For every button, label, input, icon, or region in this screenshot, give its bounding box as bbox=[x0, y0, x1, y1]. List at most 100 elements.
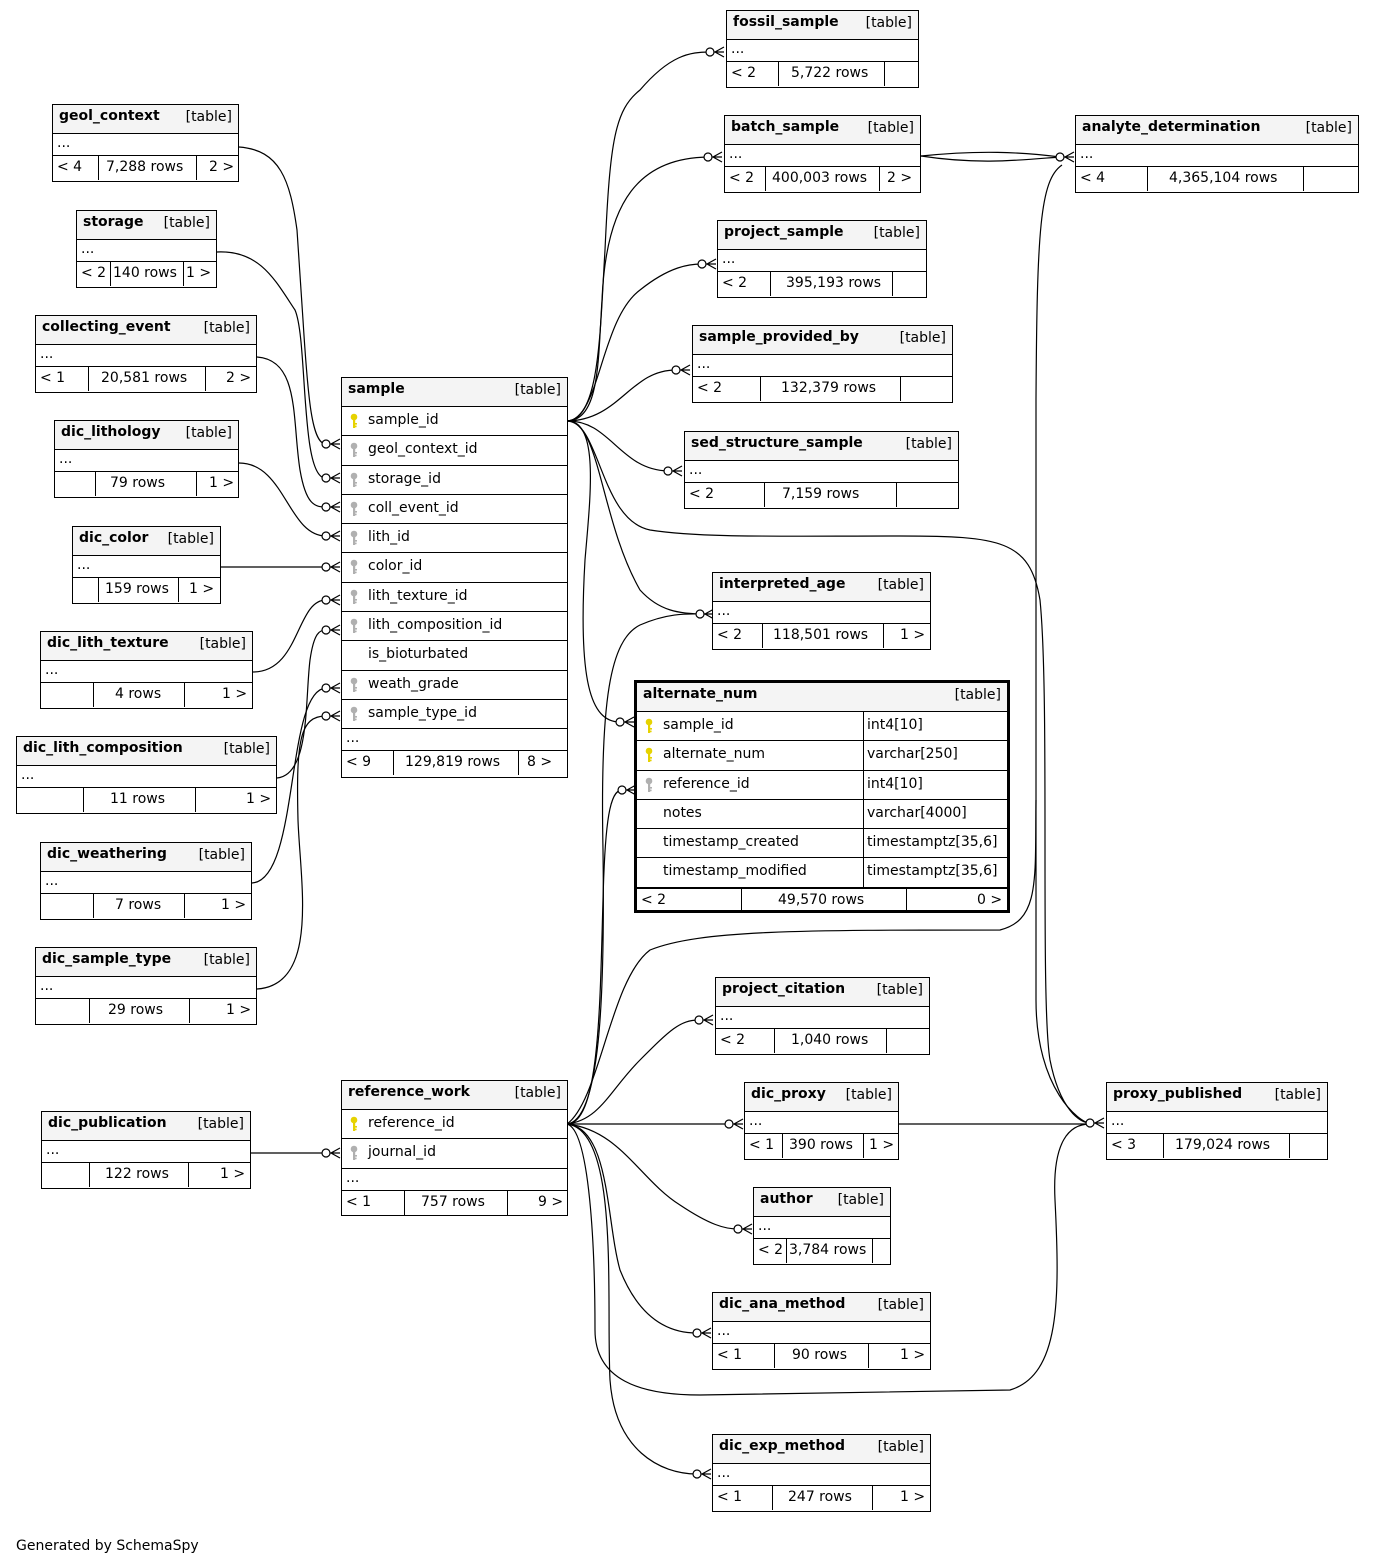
column-row[interactable]: weath_grade bbox=[342, 671, 567, 700]
row-count: 29 rows bbox=[108, 1002, 164, 1018]
column-row[interactable]: lith_id bbox=[342, 524, 567, 554]
edge-ref-author bbox=[566, 1123, 739, 1230]
column-row[interactable]: storage_id bbox=[342, 466, 567, 495]
column-row[interactable]: is_bioturbated bbox=[342, 641, 567, 671]
row-count: 4 rows bbox=[115, 686, 162, 702]
column-type: timestamptz[35,6] bbox=[867, 834, 998, 851]
foreign-key-icon bbox=[349, 472, 359, 488]
child-count: 1 > bbox=[226, 1002, 252, 1018]
child-count: 1 > bbox=[221, 897, 247, 913]
edge-ref-proxy bbox=[566, 1123, 1091, 1396]
more-columns: ... bbox=[77, 557, 91, 573]
column-row[interactable]: reference_id bbox=[342, 1110, 567, 1140]
column-row[interactable]: geol_context_id bbox=[342, 436, 567, 466]
row-count: 90 rows bbox=[792, 1347, 848, 1363]
row-count: 159 rows bbox=[105, 581, 169, 597]
row-count: 129,819 rows bbox=[405, 754, 501, 771]
column-type: varchar[250] bbox=[867, 746, 958, 763]
edge-storage-sample bbox=[216, 251, 327, 479]
column-name: coll_event_id bbox=[368, 499, 459, 516]
table-kind: [table] bbox=[837, 1192, 884, 1208]
table-kind: [table] bbox=[877, 1439, 924, 1455]
edge-sample-alternate bbox=[566, 420, 621, 723]
column-name: reference_id bbox=[368, 1115, 455, 1131]
row-count: 4,365,104 rows bbox=[1169, 170, 1278, 186]
more-columns: ... bbox=[697, 356, 711, 372]
edge-collecting-event-sample bbox=[256, 356, 327, 508]
crows-foot-marker bbox=[321, 438, 341, 450]
crows-foot-marker bbox=[697, 258, 717, 270]
table-kind: [table] bbox=[899, 330, 946, 346]
primary-key-icon bbox=[644, 747, 654, 763]
table-kind: [table] bbox=[954, 687, 1001, 703]
edge-ref-ana bbox=[566, 1123, 698, 1334]
column-row[interactable]: coll_event_id bbox=[342, 495, 567, 525]
column-row[interactable]: color_id bbox=[342, 553, 567, 583]
column-row[interactable]: journal_id bbox=[342, 1139, 567, 1169]
column-name: journal_id bbox=[368, 1144, 436, 1161]
parent-count: < 2 bbox=[689, 486, 715, 502]
child-count: 2 > bbox=[226, 370, 252, 386]
table-kind: [table] bbox=[865, 15, 912, 31]
column-row[interactable]: sample_id bbox=[342, 407, 567, 437]
more-columns: ... bbox=[40, 978, 54, 994]
parent-count: < 2 bbox=[731, 65, 757, 81]
table-kind: [table] bbox=[514, 382, 561, 398]
table-kind: [table] bbox=[514, 1085, 561, 1101]
table-name: interpreted_age bbox=[719, 576, 846, 592]
table-kind: [table] bbox=[203, 320, 250, 336]
more-columns: ... bbox=[45, 662, 59, 678]
foreign-key-icon bbox=[349, 501, 359, 517]
parent-count: < 9 bbox=[346, 754, 372, 771]
more-columns: ... bbox=[689, 462, 703, 478]
table-name: dic_weathering bbox=[47, 846, 167, 862]
column-row[interactable]: lith_texture_id bbox=[342, 583, 567, 613]
row-count: 7,159 rows bbox=[782, 486, 860, 502]
crows-foot-marker bbox=[321, 561, 341, 573]
edge-sample-provided bbox=[566, 369, 677, 422]
row-count: 7,288 rows bbox=[106, 159, 184, 175]
table-kind: [table] bbox=[203, 952, 250, 968]
column-row[interactable]: lith_composition_id bbox=[342, 612, 567, 642]
column-name: reference_id bbox=[663, 775, 750, 792]
table-kind: [table] bbox=[867, 120, 914, 136]
column-row[interactable]: sample_type_id bbox=[342, 700, 567, 730]
table-kind: [table] bbox=[163, 215, 210, 231]
cardinality-markers bbox=[321, 46, 1105, 1480]
row-count: 400,003 rows bbox=[772, 170, 868, 186]
